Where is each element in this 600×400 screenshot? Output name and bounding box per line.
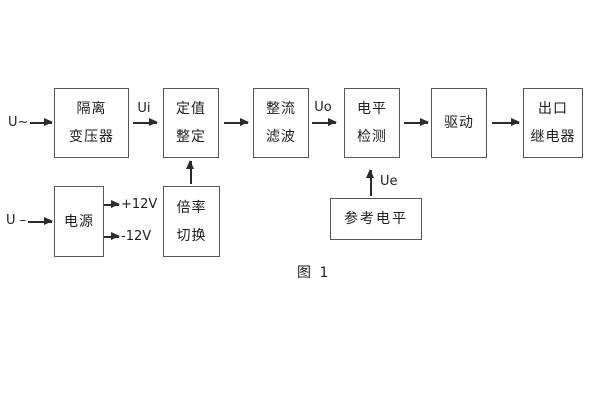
block-output-relay: 出口 继电器 (523, 88, 583, 158)
block-label-line: 电源 (64, 213, 94, 230)
arrow-ac-input-to-isolation-transformer (30, 119, 53, 126)
arrow-rectifier-filter-to-level-detection (312, 119, 337, 126)
arrow-reference-level-to-level-detection (367, 169, 374, 196)
input-label-ac: U~ (8, 115, 29, 130)
block-label-line: 整流 (266, 101, 296, 117)
block-driver: 驱动 (431, 88, 487, 158)
block-setting-adjustment: 定值 整定 (163, 88, 219, 158)
input-label-dc: U – (6, 213, 27, 228)
figure-caption: 图 1 (297, 265, 331, 281)
block-label-line: 整定 (176, 129, 206, 145)
arrow-driver-to-output-relay (492, 119, 520, 126)
signal-label-uo: Uo (314, 100, 332, 115)
block-power-supply: 电源 (54, 186, 104, 257)
signal-label-ui: Ui (137, 101, 151, 116)
block-label-line: 滤波 (266, 129, 296, 145)
arrow-isolation-transformer-to-setting-adjustment (133, 119, 158, 126)
block-label-line: 出口 (538, 101, 568, 117)
arrow-dc-input-to-power-supply (28, 218, 53, 225)
block-rectifier-filter: 整流 滤波 (253, 88, 309, 158)
block-reference-level: 参考电平 (330, 198, 422, 240)
block-isolation-transformer: 隔离 变压器 (54, 88, 129, 158)
block-label-line: 检测 (357, 129, 387, 145)
block-ratio-switch: 倍率 切换 (163, 186, 220, 257)
arrow-level-detection-to-driver (404, 119, 429, 126)
arrow-ratio-switch-to-setting-adjustment (187, 160, 194, 184)
rail-label-positive-12v: +12V (121, 197, 158, 212)
block-label-line: 参考电平 (344, 211, 408, 227)
block-label-line: 继电器 (530, 129, 576, 145)
block-label-line: 电平 (357, 101, 387, 117)
block-label-line: 切换 (176, 227, 207, 244)
arrow-setting-adjustment-to-rectifier-filter (224, 119, 249, 126)
block-label-line: 变压器 (69, 129, 114, 145)
signal-label-ue: Ue (380, 174, 398, 189)
rail-label-negative-12v: -12V (121, 229, 152, 244)
block-label-line: 隔离 (76, 101, 107, 117)
block-label-line: 定值 (176, 101, 206, 117)
arrow-power-supply-negative-rail (104, 233, 120, 240)
block-label-line: 倍率 (176, 199, 207, 216)
arrow-power-supply-positive-rail (104, 201, 120, 208)
block-level-detection: 电平 检测 (344, 88, 400, 158)
block-label-line: 驱动 (444, 115, 474, 131)
